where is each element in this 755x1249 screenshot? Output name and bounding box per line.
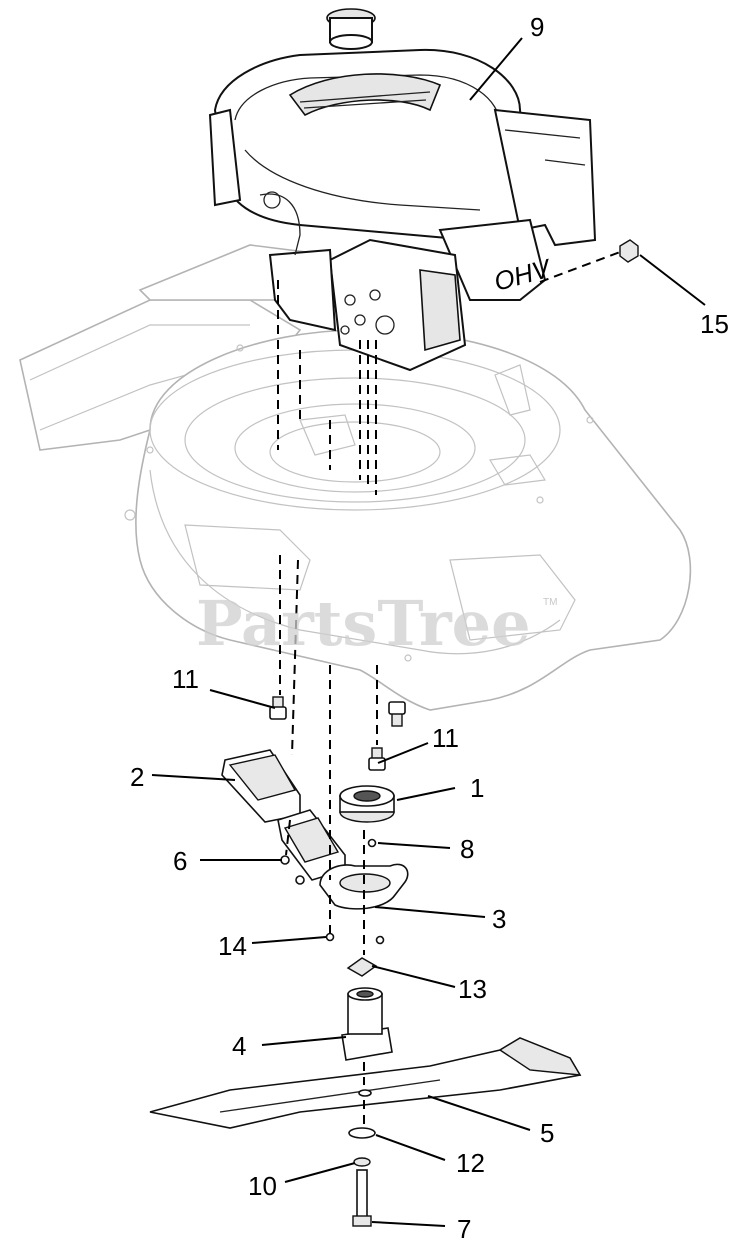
callout-1: 1 [470, 773, 484, 803]
callout-13: 13 [458, 974, 487, 1004]
callout-15: 15 [700, 309, 729, 339]
washer-12 [348, 1127, 376, 1139]
bolt-11-extra [388, 701, 406, 727]
bolt-11-left [269, 696, 287, 720]
callout-2: 2 [130, 762, 144, 792]
callout-5: 5 [540, 1118, 554, 1148]
blade-bolt-7 [352, 1169, 372, 1227]
callout-3: 3 [492, 904, 506, 934]
assembly-lines [277, 251, 621, 1128]
bracket-2 [221, 749, 346, 881]
lock-washer-10 [353, 1157, 371, 1167]
nut-15 [619, 239, 639, 263]
callout-10: 10 [248, 1171, 277, 1201]
callout-12: 12 [456, 1148, 485, 1178]
engine [208, 8, 597, 372]
baffle-3 [319, 863, 409, 910]
callout-14: 14 [218, 931, 247, 961]
screw-6b [295, 875, 305, 885]
callout-8: 8 [460, 834, 474, 864]
callout-7: 7 [457, 1214, 471, 1244]
watermark-trademark: TM [543, 597, 557, 608]
screw-14 [325, 932, 335, 942]
bearing-1 [339, 785, 395, 823]
callout-9: 9 [530, 12, 544, 42]
screw-14b [375, 935, 385, 945]
screw-6 [280, 855, 290, 865]
bolt-11-right [368, 747, 386, 771]
watermark: PartsTree [196, 587, 531, 660]
screw-8 [367, 838, 377, 848]
leader-lines [151, 37, 706, 1227]
callout-11-left: 11 [172, 664, 199, 694]
callout-4: 4 [232, 1031, 246, 1061]
blade-adapter-4 [341, 987, 393, 1061]
callout-6: 6 [173, 846, 187, 876]
key-13 [346, 957, 378, 977]
callout-11-right: 11 [432, 723, 459, 753]
callouts: 9 15 11 11 2 1 8 6 3 14 13 4 5 12 10 7 [130, 12, 729, 1244]
